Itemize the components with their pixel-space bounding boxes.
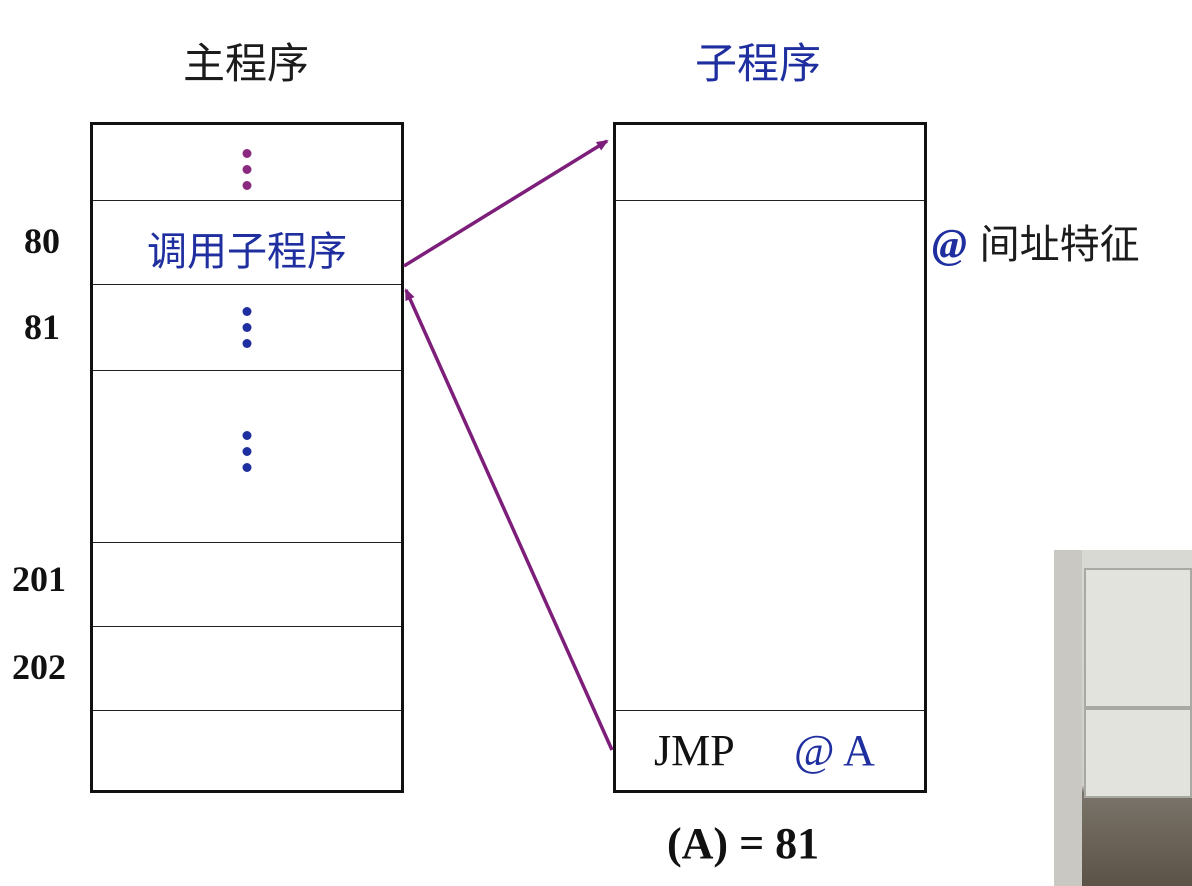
memory-cell-201 — [93, 543, 401, 627]
indirect-label: 间址特征 — [979, 222, 1140, 268]
return-arrow-icon — [404, 288, 614, 751]
subroutine-return-cell: JMP @ A — [616, 711, 924, 790]
jmp-operand: @ A — [794, 726, 875, 775]
call-subroutine-instruction: 调用子程序 — [147, 229, 347, 275]
address-label-80: 80 — [24, 221, 60, 261]
memory-cell-81 — [93, 285, 401, 371]
vertical-ellipsis-icon — [242, 431, 252, 472]
jmp-instruction: JMP — [654, 726, 735, 775]
main-program-memory: 调用子程序 — [90, 122, 404, 793]
indirect-symbol: @ — [932, 222, 967, 268]
subroutine-body-cell — [616, 201, 924, 711]
indirect-address-note: @ 间址特征 — [932, 212, 1140, 270]
register-a-value: (A) = 81 — [667, 819, 820, 868]
vertical-ellipsis-icon — [242, 307, 252, 348]
memory-cell-bottom — [93, 711, 401, 790]
memory-cell-80: 调用子程序 — [93, 201, 401, 285]
memory-cell-middle — [93, 371, 401, 543]
subroutine-entry-cell — [616, 125, 924, 201]
address-label-81: 81 — [24, 307, 60, 347]
vertical-ellipsis-icon — [242, 149, 252, 190]
subroutine-title: 子程序 — [695, 39, 822, 88]
address-label-201: 201 — [12, 559, 66, 599]
memory-cell-202 — [93, 627, 401, 711]
call-arrow-icon — [403, 139, 609, 268]
memory-cell-top — [93, 125, 401, 201]
address-label-202: 202 — [12, 647, 66, 687]
camera-inset-image — [1054, 550, 1192, 886]
main-program-title: 主程序 — [183, 39, 310, 88]
subroutine-memory: JMP @ A — [613, 122, 927, 793]
